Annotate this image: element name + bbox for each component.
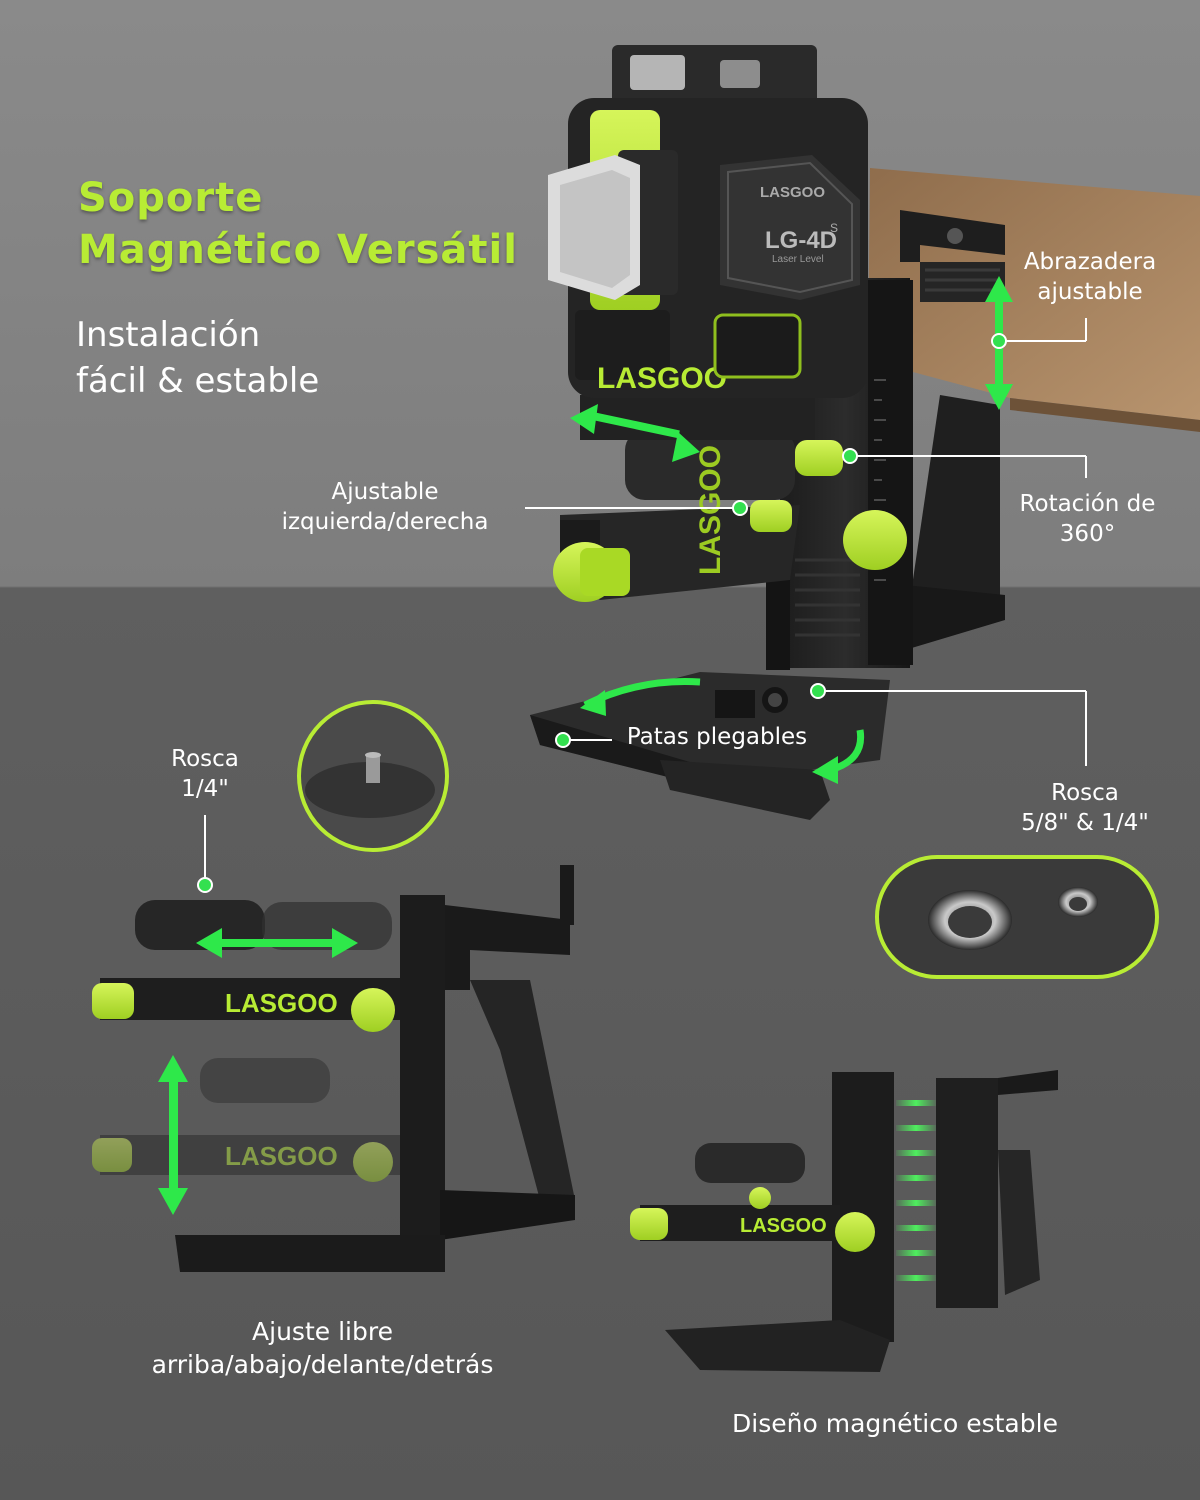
adjust-knobs xyxy=(553,440,907,602)
callout-free-adjust: Ajuste libre arriba/abajo/delante/detrás xyxy=(110,1316,535,1381)
left-mount-logo: LASGOO xyxy=(225,988,338,1018)
callout-thread-big-line1: Rosca xyxy=(1051,780,1119,806)
callout-left-right-line1: Ajustable xyxy=(331,479,439,505)
callout-thread-big-line2: 5/8" & 1/4" xyxy=(1021,809,1149,836)
headline: Soporte Magnético Versátil xyxy=(78,172,518,276)
device-model: LG-4D xyxy=(765,227,837,254)
magnetic-mount-logo: LASGOO xyxy=(740,1215,827,1237)
callout-thread-big: Rosca 5/8" & 1/4" xyxy=(990,779,1180,839)
base-plate xyxy=(530,672,890,820)
callout-thread-small: Rosca 1/4" xyxy=(130,745,280,805)
device-model-suffix: S xyxy=(830,221,838,235)
callout-rotation: Rotación de 360° xyxy=(1000,490,1175,550)
callout-rotation-line1: Rotación de xyxy=(1019,491,1156,517)
device-model-caption: Laser Level xyxy=(772,254,824,265)
callout-rotation-line2: 360° xyxy=(1059,520,1116,547)
base-logo-text: LASGOO xyxy=(694,445,727,575)
device-logo-text: LASGOO xyxy=(597,362,727,395)
mount-magnetic-view: LASGOO xyxy=(630,1070,1058,1372)
subheadline-line-1: Instalación xyxy=(76,315,261,355)
device-brand-mini: LASGOO xyxy=(760,184,825,201)
callout-magnetic: Diseño magnético estable xyxy=(732,1409,1058,1438)
headline-line-1: Soporte xyxy=(78,175,264,221)
mount-left-view: LASGOO LASGOO xyxy=(92,865,575,1272)
callout-free-adjust-line1: Ajuste libre xyxy=(252,1317,393,1346)
subheadline-line-2: fácil & estable xyxy=(76,361,320,401)
laser-level-device: LASGOO LASGOO LG-4D S Laser Level xyxy=(548,45,868,398)
clamp-bracket xyxy=(900,210,1005,650)
headline-line-2: Magnético Versátil xyxy=(78,227,518,273)
callout-clamp-line1: Abrazadera xyxy=(1023,249,1157,275)
callout-thread-small-line2: 1/4" xyxy=(181,775,229,802)
left-mount-logo-ghost: LASGOO xyxy=(225,1141,338,1171)
zoom-thread-big xyxy=(875,855,1159,979)
subheadline: Instalación fácil & estable xyxy=(76,312,319,404)
callout-free-adjust-line2: arriba/abajo/delante/detrás xyxy=(151,1349,494,1379)
callout-clamp-line2: ajustable xyxy=(1037,278,1143,305)
zoom-thread-small xyxy=(297,700,449,852)
callout-left-right-line2: izquierda/derecha xyxy=(281,508,489,535)
callout-dots xyxy=(197,333,1007,893)
leader-lines xyxy=(204,318,1087,882)
callout-clamp: Abrazadera ajustable xyxy=(1000,248,1180,308)
callout-folding-legs: Patas plegables xyxy=(626,724,808,750)
callout-thread-small-line1: Rosca xyxy=(171,746,239,772)
callout-left-right: Ajustable izquierda/derecha xyxy=(255,478,515,538)
